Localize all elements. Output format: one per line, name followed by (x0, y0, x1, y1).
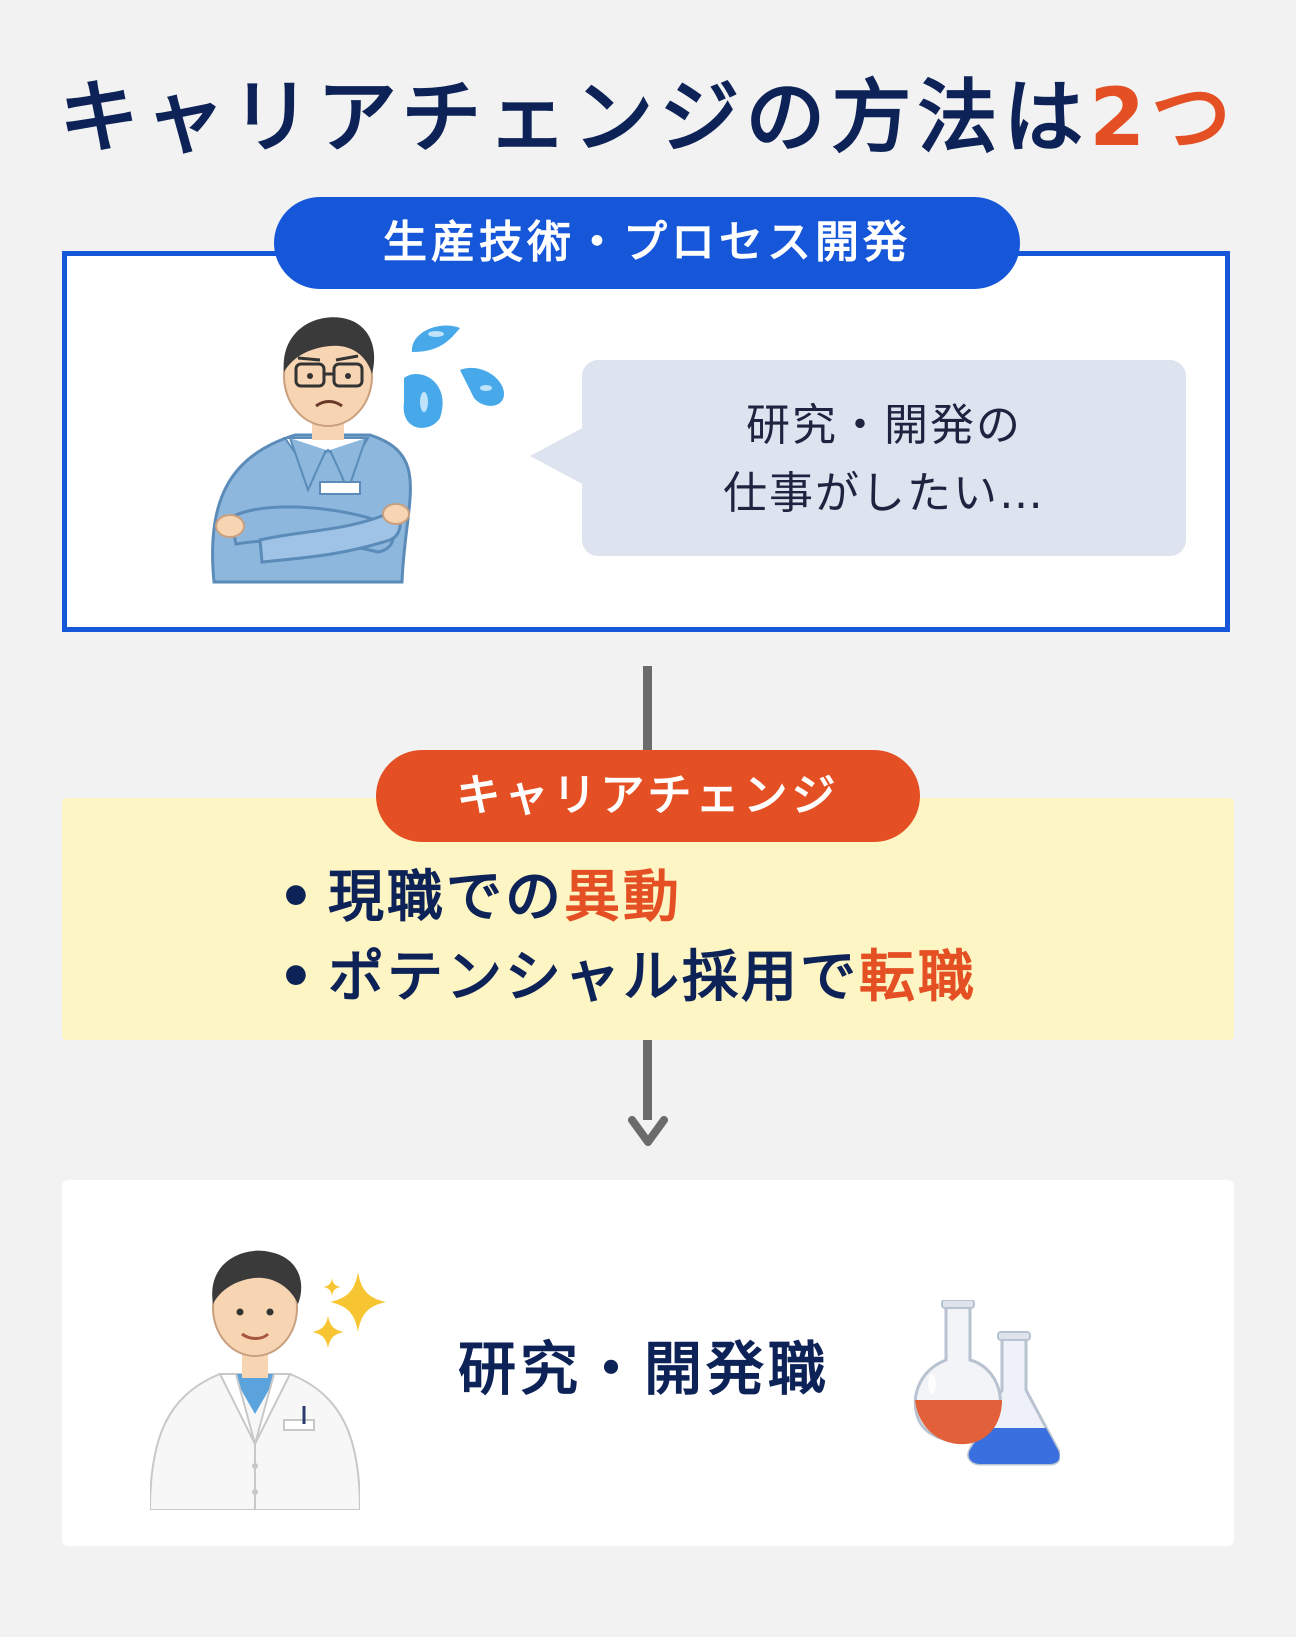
bubble-line-1: 研究・開発の (746, 400, 1022, 451)
researcher-illustration (150, 1250, 360, 1510)
speech-bubble-text: 研究・開発の 仕事がしたい… (582, 392, 1186, 528)
connector-line-top (643, 666, 652, 756)
page-title: キャリアチェンジの方法は2つ (0, 68, 1296, 168)
title-main: キャリアチェンジの方法は (58, 71, 1090, 164)
current-job-label: 生産技術・プロセス開発 (274, 197, 1020, 289)
speech-bubble-tail (530, 426, 586, 486)
sparkle-icon (312, 1272, 386, 1348)
career-change-label: キャリアチェンジ (376, 750, 920, 842)
speech-bubble (582, 360, 1186, 556)
bullet-icon: • (278, 865, 317, 930)
bubble-line-2: 仕事がしたい… (723, 468, 1045, 519)
sweat-drops-icon (403, 325, 504, 428)
connector-line-bottom (643, 1040, 652, 1120)
career-change-list: •現職での異動 •ポテンシャル採用で転職 (278, 858, 977, 1018)
goal-label: 研究・開発職 (458, 1335, 831, 1403)
bullet-icon: • (278, 945, 317, 1010)
list-item-transfer: •現職での異動 (278, 858, 977, 938)
list-item-job-change: •ポテンシャル採用で転職 (278, 938, 977, 1018)
worried-worker-illustration (211, 317, 412, 584)
arrow-down-icon (628, 1116, 668, 1146)
flask-icon (913, 1300, 1060, 1466)
title-accent: 2つ (1089, 71, 1238, 164)
